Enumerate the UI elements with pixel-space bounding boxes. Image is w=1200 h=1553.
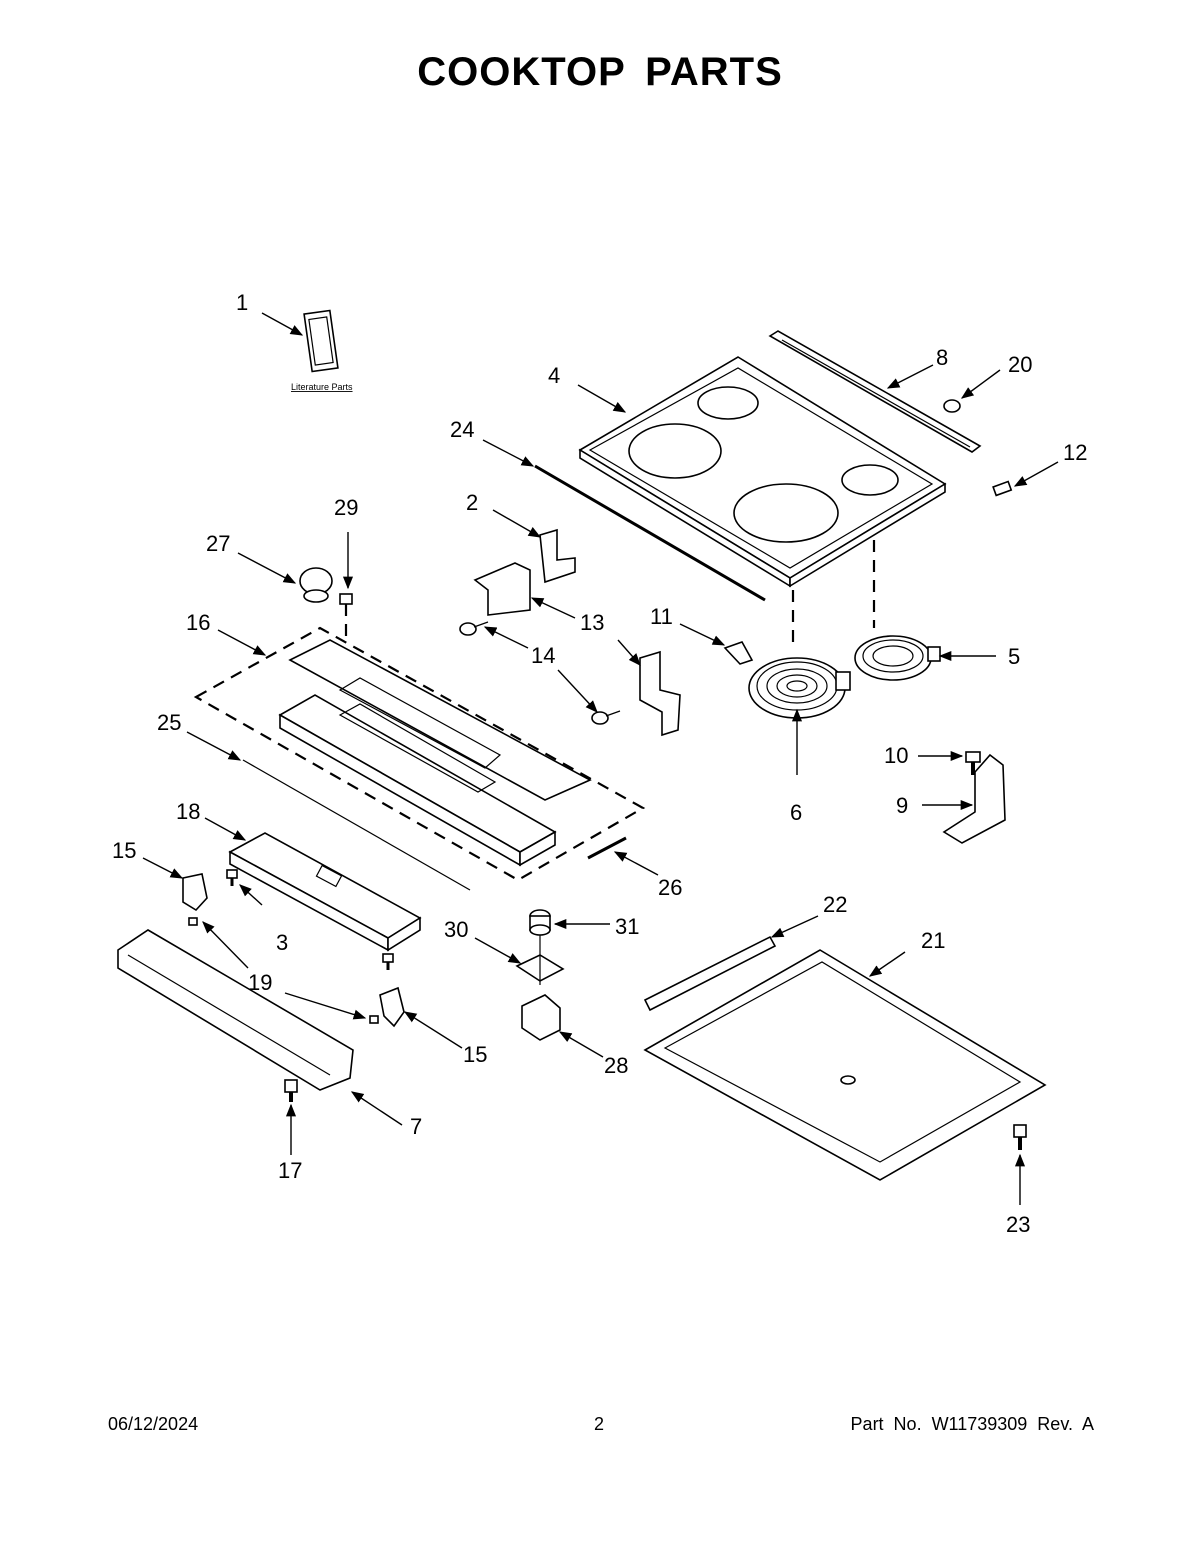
callout-30: 30 [444, 917, 468, 942]
callout-22: 22 [823, 892, 847, 917]
callout-7: 7 [410, 1114, 422, 1139]
callout-15b: 15 [463, 1042, 487, 1067]
knob-part [299, 567, 333, 603]
callout-21: 21 [921, 928, 945, 953]
callout-3: 3 [276, 930, 288, 955]
callout-4: 4 [548, 363, 560, 388]
control-panel-part [278, 694, 557, 867]
rear-strip-part [643, 935, 777, 1012]
callout-18: 18 [176, 799, 200, 824]
callout-8: 8 [936, 345, 948, 370]
literature-label: Literature Parts [291, 382, 353, 392]
bracket-part [473, 528, 681, 737]
callout-14: 14 [531, 643, 555, 668]
callout-25: 25 [157, 710, 181, 735]
switch-assembly-part [515, 909, 565, 1041]
callout-31: 31 [615, 914, 639, 939]
control-panel-assembly-outline [193, 626, 646, 882]
clip-part [992, 480, 1013, 497]
callout-24: 24 [450, 417, 474, 442]
manifold-panel-part [117, 929, 354, 1091]
rod-part [242, 759, 471, 891]
callout-10: 10 [884, 743, 908, 768]
bottom-pan-part [643, 949, 1047, 1181]
bumper-part [943, 399, 961, 413]
callout-28: 28 [604, 1053, 628, 1078]
cooktop-glass-part [578, 356, 947, 588]
bracket-part [182, 873, 208, 912]
screw-part [1013, 1124, 1027, 1150]
callout-23: 23 [1006, 1212, 1030, 1237]
callout-labels: 1 2 3 4 5 6 7 8 9 10 11 12 13 14 15 15 1… [112, 290, 1087, 1237]
screw-part [339, 593, 353, 640]
footer-date: 06/12/2024 [108, 1414, 199, 1434]
page-title: COOKTOP PARTS [417, 50, 783, 94]
callout-27: 27 [206, 531, 230, 556]
element-bracket-part [723, 641, 754, 665]
terminal-bracket-part [942, 753, 1006, 844]
leader-lines [142, 312, 1059, 1205]
literature-parts-icon: Literature Parts [291, 309, 353, 392]
callout-26: 26 [658, 875, 682, 900]
screw-part [188, 869, 394, 1024]
callout-29: 29 [334, 495, 358, 520]
radiant-element-part [854, 635, 941, 681]
callout-12: 12 [1063, 440, 1087, 465]
screw-part [965, 751, 981, 775]
footer-page-number: 2 [594, 1414, 605, 1434]
footer-part-number: Part No. W11739309 Rev. A [850, 1414, 1094, 1434]
callout-15a: 15 [112, 838, 136, 863]
callout-16: 16 [186, 610, 210, 635]
callout-11: 11 [650, 604, 673, 629]
callout-6: 6 [790, 800, 802, 825]
callout-17: 17 [278, 1158, 302, 1183]
rear-trim-part [768, 330, 982, 453]
overlay-part [288, 639, 592, 801]
callout-1: 1 [236, 290, 248, 315]
callout-2: 2 [466, 490, 478, 515]
coil-element-part [748, 657, 851, 719]
callout-9: 9 [896, 793, 908, 818]
bracket-part [379, 986, 405, 1028]
callout-13: 13 [580, 610, 604, 635]
control-board-part [228, 832, 422, 952]
callout-19: 19 [248, 970, 272, 995]
screw-part [284, 1079, 298, 1102]
callout-5: 5 [1008, 644, 1020, 669]
strip-part [587, 836, 627, 860]
gasket-part [534, 464, 766, 602]
callout-20: 20 [1008, 352, 1032, 377]
screw-part [459, 621, 621, 725]
